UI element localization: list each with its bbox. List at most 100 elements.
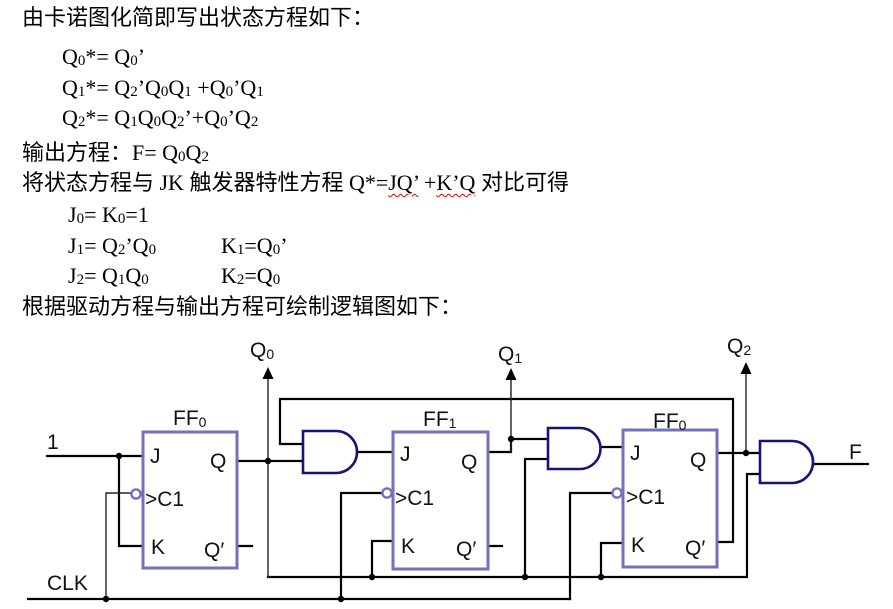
text-run: Q	[137, 105, 154, 130]
and-gate-2	[546, 426, 602, 471]
subscript: 0	[117, 211, 126, 227]
drive-equation-k2: K2=Q0	[221, 260, 280, 291]
subscript: 0	[220, 114, 228, 130]
text-run: ’Q	[137, 75, 161, 100]
pin-q-label: Q	[210, 450, 226, 473]
q0-arrow-icon	[262, 367, 274, 379]
drive-equation-k1: K1=Q0’	[221, 230, 288, 261]
text-run: F= Q	[132, 140, 179, 165]
ff2-k-wire	[599, 541, 625, 579]
subscript: 0	[153, 114, 162, 130]
drive-equation-j2: J2= Q1Q0	[68, 260, 149, 291]
text-run: ’Q	[233, 75, 257, 100]
junction-dot	[102, 595, 110, 603]
ff1-k-wire	[370, 539, 395, 579]
subscript: 2	[176, 114, 185, 130]
subscript: 0	[148, 242, 157, 258]
text-run: +	[418, 170, 437, 195]
subscript: 0	[272, 272, 281, 288]
text-run: Q	[168, 75, 185, 100]
text-run: K	[221, 263, 237, 288]
junction-dot	[368, 573, 376, 581]
intro-line: 由卡诺图化简即写出状态方程如下：	[22, 2, 374, 33]
text-run: *= Q	[85, 75, 131, 100]
ff2-qbar-feedback-wire	[278, 397, 735, 544]
text-run: 根据驱动方程与输出方程可绘制逻辑图如下：	[22, 294, 463, 319]
pin-qbar-label: Q′	[456, 538, 476, 561]
text-run: J	[68, 263, 77, 288]
text-run: K	[221, 233, 237, 258]
subscript: 0	[160, 84, 169, 100]
text-run: Q	[62, 44, 78, 69]
subscript: 2	[250, 114, 259, 130]
junction-dot	[264, 457, 272, 465]
subscript: 0	[77, 53, 86, 69]
text-run: =1	[125, 202, 149, 227]
drive-equation-j1: J1= Q2’Q0	[68, 230, 156, 261]
subscript: 1	[184, 84, 192, 100]
ff2-clock-wire	[568, 491, 614, 601]
flip-flop-label: FF1	[423, 408, 457, 431]
text-run: ’Q	[227, 105, 251, 130]
subscript: 1	[130, 114, 138, 130]
subscript: 0	[76, 211, 85, 227]
subscript: 0	[178, 149, 186, 165]
junction-dot	[742, 449, 750, 457]
pin-j-label: J	[150, 445, 161, 468]
junction-dot	[115, 452, 123, 460]
text-run: *= Q	[85, 44, 131, 69]
text-run: 由卡诺图化简即写出状态方程如下：	[22, 5, 375, 30]
state-equation-q1: Q1*= Q2’Q0Q1 +Q0’Q1	[62, 72, 264, 103]
q0-bottom-bus-wire	[266, 472, 762, 579]
q2-arrow-icon	[740, 362, 752, 374]
pin-k-label: K	[401, 535, 415, 558]
input-one-label: 1	[47, 431, 59, 454]
text-run: *= Q	[85, 105, 131, 130]
subscript: 2	[77, 114, 86, 130]
flip-flop-0: FF0 J Q >C1 K Q′	[130, 407, 239, 570]
q0-tap-label: Q0	[250, 339, 274, 362]
flip-flop-label: FF0	[173, 407, 207, 430]
pin-q-label: Q	[461, 451, 477, 474]
subscript: 1	[256, 84, 264, 100]
subscript: 2	[130, 84, 138, 100]
subscript: 0	[130, 53, 138, 69]
flip-flop-box	[141, 430, 239, 570]
junction-dot	[507, 435, 515, 443]
comparison-line: 将状态方程与 JK 触发器特性方程 Q*=JQ’ +K’Q 对比可得	[22, 167, 569, 198]
diagram-intro-line: 根据驱动方程与输出方程可绘制逻辑图如下：	[22, 291, 462, 322]
text-run: Q	[161, 105, 177, 130]
subscript: 0	[141, 272, 149, 288]
drive-equation-j0-k0: J0= K0=1	[68, 199, 149, 230]
text-run: Q	[125, 263, 142, 288]
spellcheck-flagged-text: JQ’	[388, 170, 419, 195]
pin-clk-label: >C1	[145, 488, 184, 511]
text-run: = Q	[84, 233, 118, 258]
q1-tap-label: Q1	[498, 343, 522, 366]
ff1-q-output-wire	[486, 437, 550, 454]
subscript: 2	[117, 242, 126, 258]
pin-k-label: K	[151, 536, 165, 559]
text-run: 将状态方程与 JK 触发器特性方程 Q*=	[22, 170, 389, 195]
subscript: 1	[236, 242, 245, 258]
pin-k-label: K	[631, 534, 645, 557]
text-run: =Q	[244, 233, 273, 258]
clk-label: CLK	[47, 572, 88, 595]
flip-flop-label: FF0	[653, 410, 687, 433]
flip-flop-1: FF1 J Q >C1 K Q′	[381, 408, 490, 571]
flip-flop-2: FF0 J Q >C1 K Q′	[611, 410, 719, 569]
text-run: =Q	[244, 263, 273, 288]
junction-dot	[337, 595, 345, 603]
subscript: 2	[76, 272, 85, 288]
text-run: 输出方程：	[22, 140, 133, 165]
pin-j-label: J	[630, 442, 641, 465]
state-equation-q0: Q0*= Q0’	[62, 41, 145, 72]
and2-q0-input-wire	[523, 457, 550, 579]
pin-j-label: J	[400, 443, 411, 466]
text-run: J	[68, 233, 77, 258]
flip-flop-box	[391, 430, 490, 571]
q1-arrow-icon	[505, 368, 517, 380]
subscript: 1	[117, 272, 126, 288]
subscript: 0	[272, 242, 281, 258]
text-run: ’+Q	[184, 105, 221, 130]
